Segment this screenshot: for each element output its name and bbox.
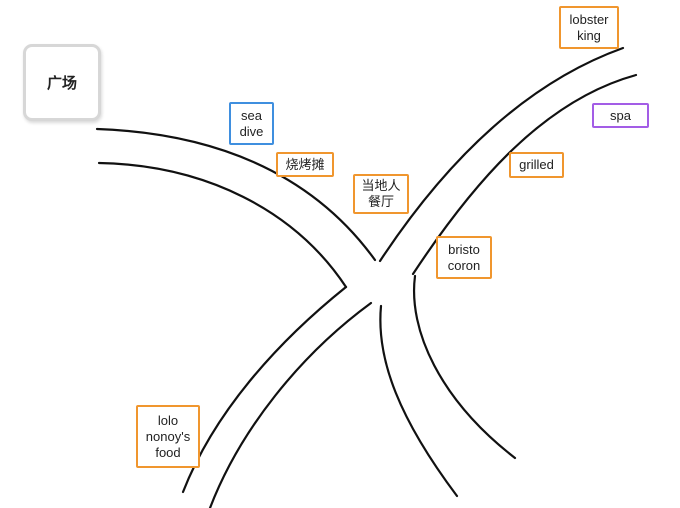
label-lolo-nonoys-food: lolo nonoy's food [136,405,200,468]
plaza-box: 广场 [23,44,101,121]
road-upper-left-edge-top [95,127,377,262]
label-spa: spa [592,103,649,128]
road-upper-right-edge-left [378,46,625,263]
road-lower-left-edge-top [181,285,348,494]
road-lower-right-edge-left [379,304,459,498]
road-lower-left-edge-bottom [208,301,373,508]
label-lobster-king: lobster king [559,6,619,49]
label-local-restaurant: 当地人 餐厅 [353,174,409,214]
road-upper-left-edge-bottom [97,161,348,289]
label-sea-dive: sea dive [229,102,274,145]
label-grilled: grilled [509,152,564,178]
road-lower-right-edge-right [413,274,517,460]
label-bristo-coron: bristo coron [436,236,492,279]
label-bbq-stall: 烧烤摊 [276,152,334,177]
plaza-label: 广场 [46,75,77,92]
